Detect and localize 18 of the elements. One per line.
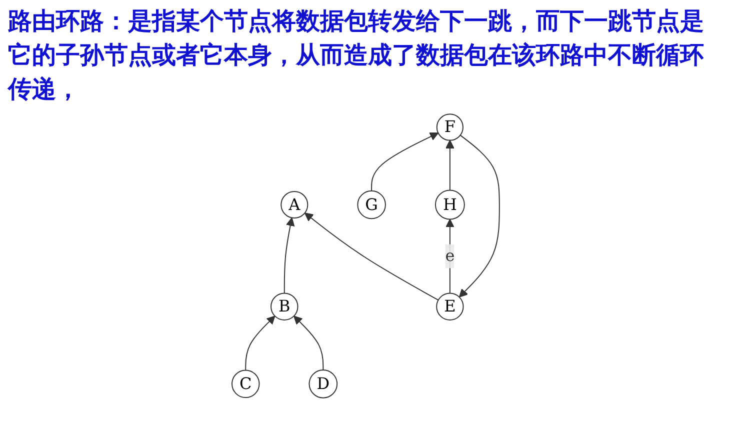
arrow	[446, 218, 455, 294]
arrow	[371, 132, 439, 192]
heading-text: 路由环路：是指某个节点将数据包转发给下一跳，而下一跳节点是它的子孙节点或者它本身，从而造成了数据包在该环路中不断循环传递，	[8, 5, 705, 105]
node-circle: D	[309, 370, 338, 398]
node-circle: G	[357, 190, 386, 220]
node-circle: A	[280, 190, 308, 219]
arrow	[284, 217, 295, 294]
node-circle: E	[436, 292, 464, 320]
edge-label: e	[445, 246, 455, 266]
arrow	[245, 316, 276, 371]
node-circle: C	[232, 370, 260, 398]
node-circle: F	[436, 114, 464, 141]
node-circle: B	[270, 292, 299, 320]
arrow	[304, 212, 440, 301]
node-circle: H	[435, 190, 466, 220]
arrow	[294, 316, 324, 370]
arrow	[446, 140, 455, 191]
arrow	[459, 134, 500, 298]
